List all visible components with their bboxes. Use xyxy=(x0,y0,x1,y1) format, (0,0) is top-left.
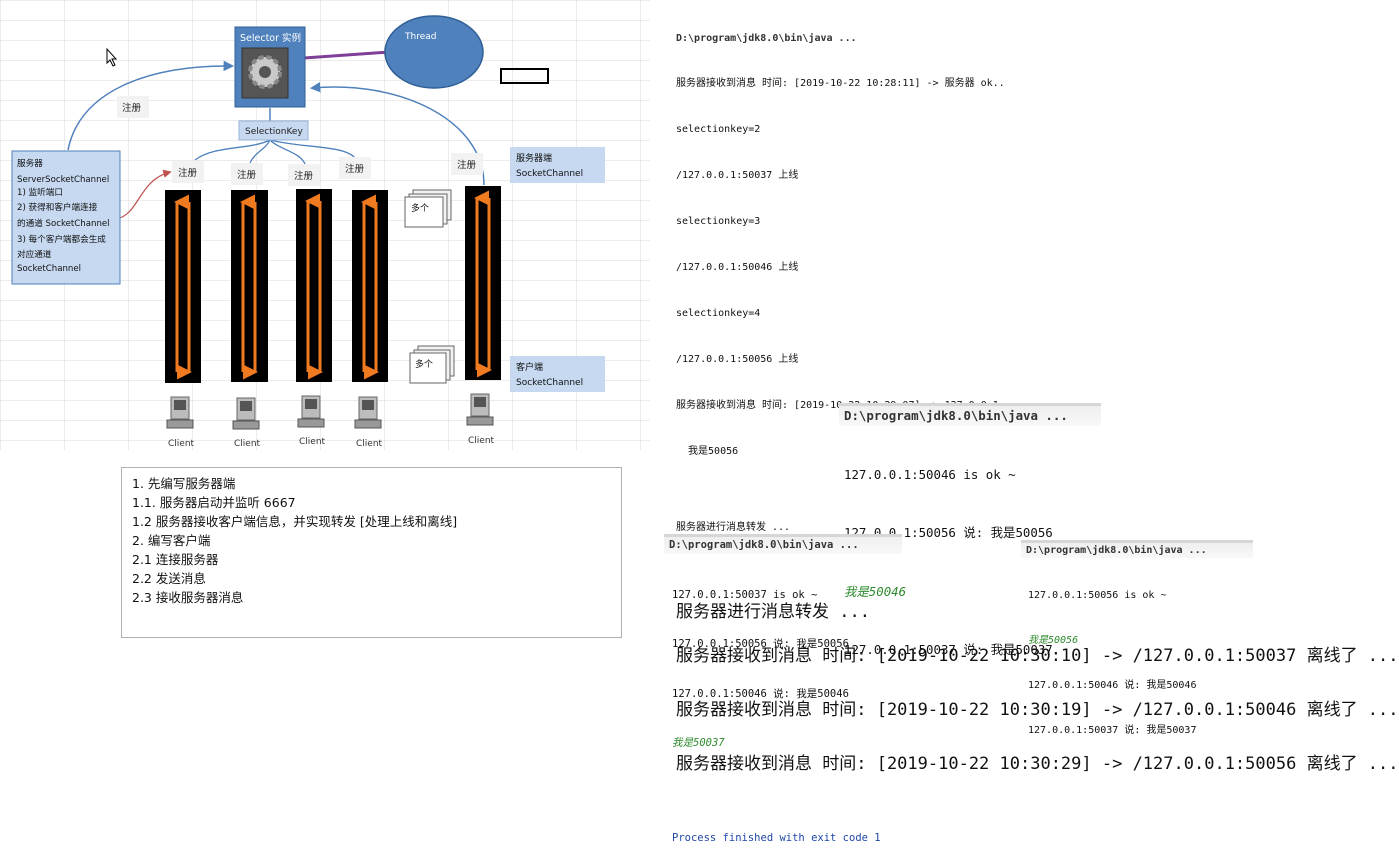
console-line: 服务器接收到消息 时间: [2019-10-22 10:28:11] -> 服务… xyxy=(676,78,1005,90)
svg-text:的通道 SocketChannel: 的通道 SocketChannel xyxy=(17,217,110,229)
console-line: 服务器进行消息转发 ... xyxy=(676,522,791,534)
note-line: 2. 编写客户端 xyxy=(132,533,211,548)
channels xyxy=(165,186,501,383)
register-tag-4: 注册 xyxy=(345,163,365,175)
selection-key-box xyxy=(238,120,309,141)
key-branch-lines xyxy=(194,139,356,165)
note-line: 1.2 服务器接收客户端信息，并实现转发 [处理上线和离线] xyxy=(132,514,458,529)
console-line: /127.0.0.1:50046 上线 xyxy=(676,262,799,274)
register-tag-top xyxy=(117,96,149,118)
register-tags: 注册 注册 注册 注册 注册 xyxy=(172,153,483,186)
console-line: /127.0.0.1:50037 上线 xyxy=(676,170,799,182)
client-computer-icon xyxy=(354,396,382,429)
selection-key-label: SelectionKey xyxy=(245,127,303,137)
client-computer-icon xyxy=(232,397,260,430)
svg-text:SocketChannel: SocketChannel xyxy=(17,264,81,274)
red-connect-arrow xyxy=(119,169,172,219)
register-tag-5: 注册 xyxy=(457,159,477,171)
many-docs-top: 多个 xyxy=(404,189,452,228)
implementation-notes: 1. 先编写服务器端 1.1. 服务器启动并监听 6667 1.2 服务器接收客… xyxy=(121,467,622,638)
client-end-note xyxy=(510,356,605,392)
many-label-2: 多个 xyxy=(415,358,433,370)
console-exit-line: Process finished with exit code 1 xyxy=(672,831,881,844)
note-line: 2.3 接收服务器消息 xyxy=(132,590,244,605)
console-line-large: 服务器接收到消息 时间: [2019-10-22 10:30:10] -> /1… xyxy=(676,646,1399,667)
note-line: 1.1. 服务器启动并监听 6667 xyxy=(132,495,296,510)
console-line-large: 服务器接收到消息 时间: [2019-10-22 10:30:29] -> /1… xyxy=(676,754,1399,775)
server-end-line1: 服务器端 xyxy=(516,152,552,164)
gear-icon xyxy=(241,47,289,99)
server-console: D:\program\jdk8.0\bin\java ... 服务器接收到消息 … xyxy=(676,0,1399,792)
client-end-line1: 客户端 xyxy=(516,361,543,373)
nio-architecture-diagram: Selector 实例 Thread SelectionKey 注册 注册 注册… xyxy=(0,0,650,450)
svg-text:2) 获得和客户端连接: 2) 获得和客户端连接 xyxy=(17,201,98,213)
client-label-5: Client xyxy=(468,436,495,446)
console-line-large: 服务器接收到消息 时间: [2019-10-22 10:30:19] -> /1… xyxy=(676,700,1399,721)
client-computer-icon xyxy=(166,396,194,429)
console-line: 127.0.0.1:50037 is ok ~ xyxy=(672,588,818,601)
console-line: 我是50056 xyxy=(676,445,739,457)
register-tag-1: 注册 xyxy=(178,167,198,179)
client-console-50046: D:\program\jdk8.0\bin\java ... 127.0.0.1… xyxy=(839,364,1101,679)
console-input-line: 我是50056 xyxy=(1028,635,1079,646)
console-line: 127.0.0.1:50046 说: 我是50046 xyxy=(1028,680,1197,691)
many-label-1: 多个 xyxy=(411,202,429,214)
register-tag-top-label: 注册 xyxy=(122,102,142,114)
console-header: D:\program\jdk8.0\bin\java ... xyxy=(676,32,857,44)
mouse-cursor-icon xyxy=(106,47,118,67)
note-line: 2.2 发送消息 xyxy=(132,571,206,586)
console-line: 127.0.0.1:50046 is ok ~ xyxy=(844,466,1016,482)
svg-text:1) 监听端口: 1) 监听端口 xyxy=(17,186,63,198)
channel-5 xyxy=(465,186,501,380)
note-line: 2.1 连接服务器 xyxy=(132,552,219,567)
console-line: 127.0.0.1:50046 说: 我是50046 xyxy=(672,687,849,700)
console-line: 127.0.0.1:50056 说: 我是50056 xyxy=(672,638,849,650)
server-box xyxy=(11,150,121,285)
console-line: 127.0.0.1:50056 is ok ~ xyxy=(1028,590,1167,601)
thread-label: Thread xyxy=(404,32,436,42)
server-box-text: 服务器 ServerSocketChannel 1) 监听端口 2) 获得和客户… xyxy=(17,157,110,274)
console-header: D:\program\jdk8.0\bin\java ... xyxy=(664,534,902,554)
svg-text:对应通道: 对应通道 xyxy=(17,248,52,260)
console-line: selectionkey=4 xyxy=(676,307,761,319)
client-label-3: Client xyxy=(299,437,326,447)
client-computer-icon xyxy=(466,393,494,426)
svg-text:3) 每个客户端都会生成: 3) 每个客户端都会生成 xyxy=(17,233,106,245)
selector-thread-link xyxy=(303,50,391,60)
client-console-50037: D:\program\jdk8.0\bin\java ... 127.0.0.1… xyxy=(664,501,902,863)
register-tag-3: 注册 xyxy=(294,170,314,182)
svg-text:ServerSocketChannel: ServerSocketChannel xyxy=(17,175,109,185)
console-line: /127.0.0.1:50056 上线 xyxy=(676,353,799,365)
client-label-4: Client xyxy=(356,439,383,449)
server-register-arrow xyxy=(67,60,235,151)
channel-1 xyxy=(165,190,201,383)
server-end-line2: SocketChannel xyxy=(516,169,583,179)
client-label-2: Client xyxy=(234,439,261,449)
console-input-line: 我是50037 xyxy=(672,737,725,749)
selector-label: Selector 实例 xyxy=(240,32,301,44)
client-end-line2: SocketChannel xyxy=(516,378,583,388)
register-tag-2: 注册 xyxy=(237,169,257,181)
console-header: D:\program\jdk8.0\bin\java ... xyxy=(1021,540,1253,558)
client-label-1: Client xyxy=(168,439,195,449)
channel-3 xyxy=(296,189,332,382)
console-input-line: 我是50046 xyxy=(844,583,907,599)
thread-ellipse xyxy=(384,15,484,89)
console-line: 127.0.0.1:50037 说: 我是50037 xyxy=(844,642,1053,657)
client-console-50056: D:\program\jdk8.0\bin\java ... 127.0.0.1… xyxy=(1021,510,1253,753)
client-computer-icon xyxy=(297,395,325,428)
console-line: selectionkey=2 xyxy=(676,124,761,136)
console-line: 127.0.0.1:50037 说: 我是50037 xyxy=(1028,725,1197,736)
note-line: 1. 先编写服务器端 xyxy=(132,476,236,491)
channel-2 xyxy=(231,190,268,382)
clients: Client Client Client Client Client xyxy=(166,393,495,449)
svg-text:服务器: 服务器 xyxy=(17,157,43,169)
many-docs-bottom: 多个 xyxy=(409,345,455,384)
channel-4 xyxy=(352,190,388,382)
server-end-note xyxy=(510,147,605,183)
console-header: D:\program\jdk8.0\bin\java ... xyxy=(839,403,1101,426)
outline-rect xyxy=(500,68,549,84)
console-line: selectionkey=3 xyxy=(676,216,761,228)
